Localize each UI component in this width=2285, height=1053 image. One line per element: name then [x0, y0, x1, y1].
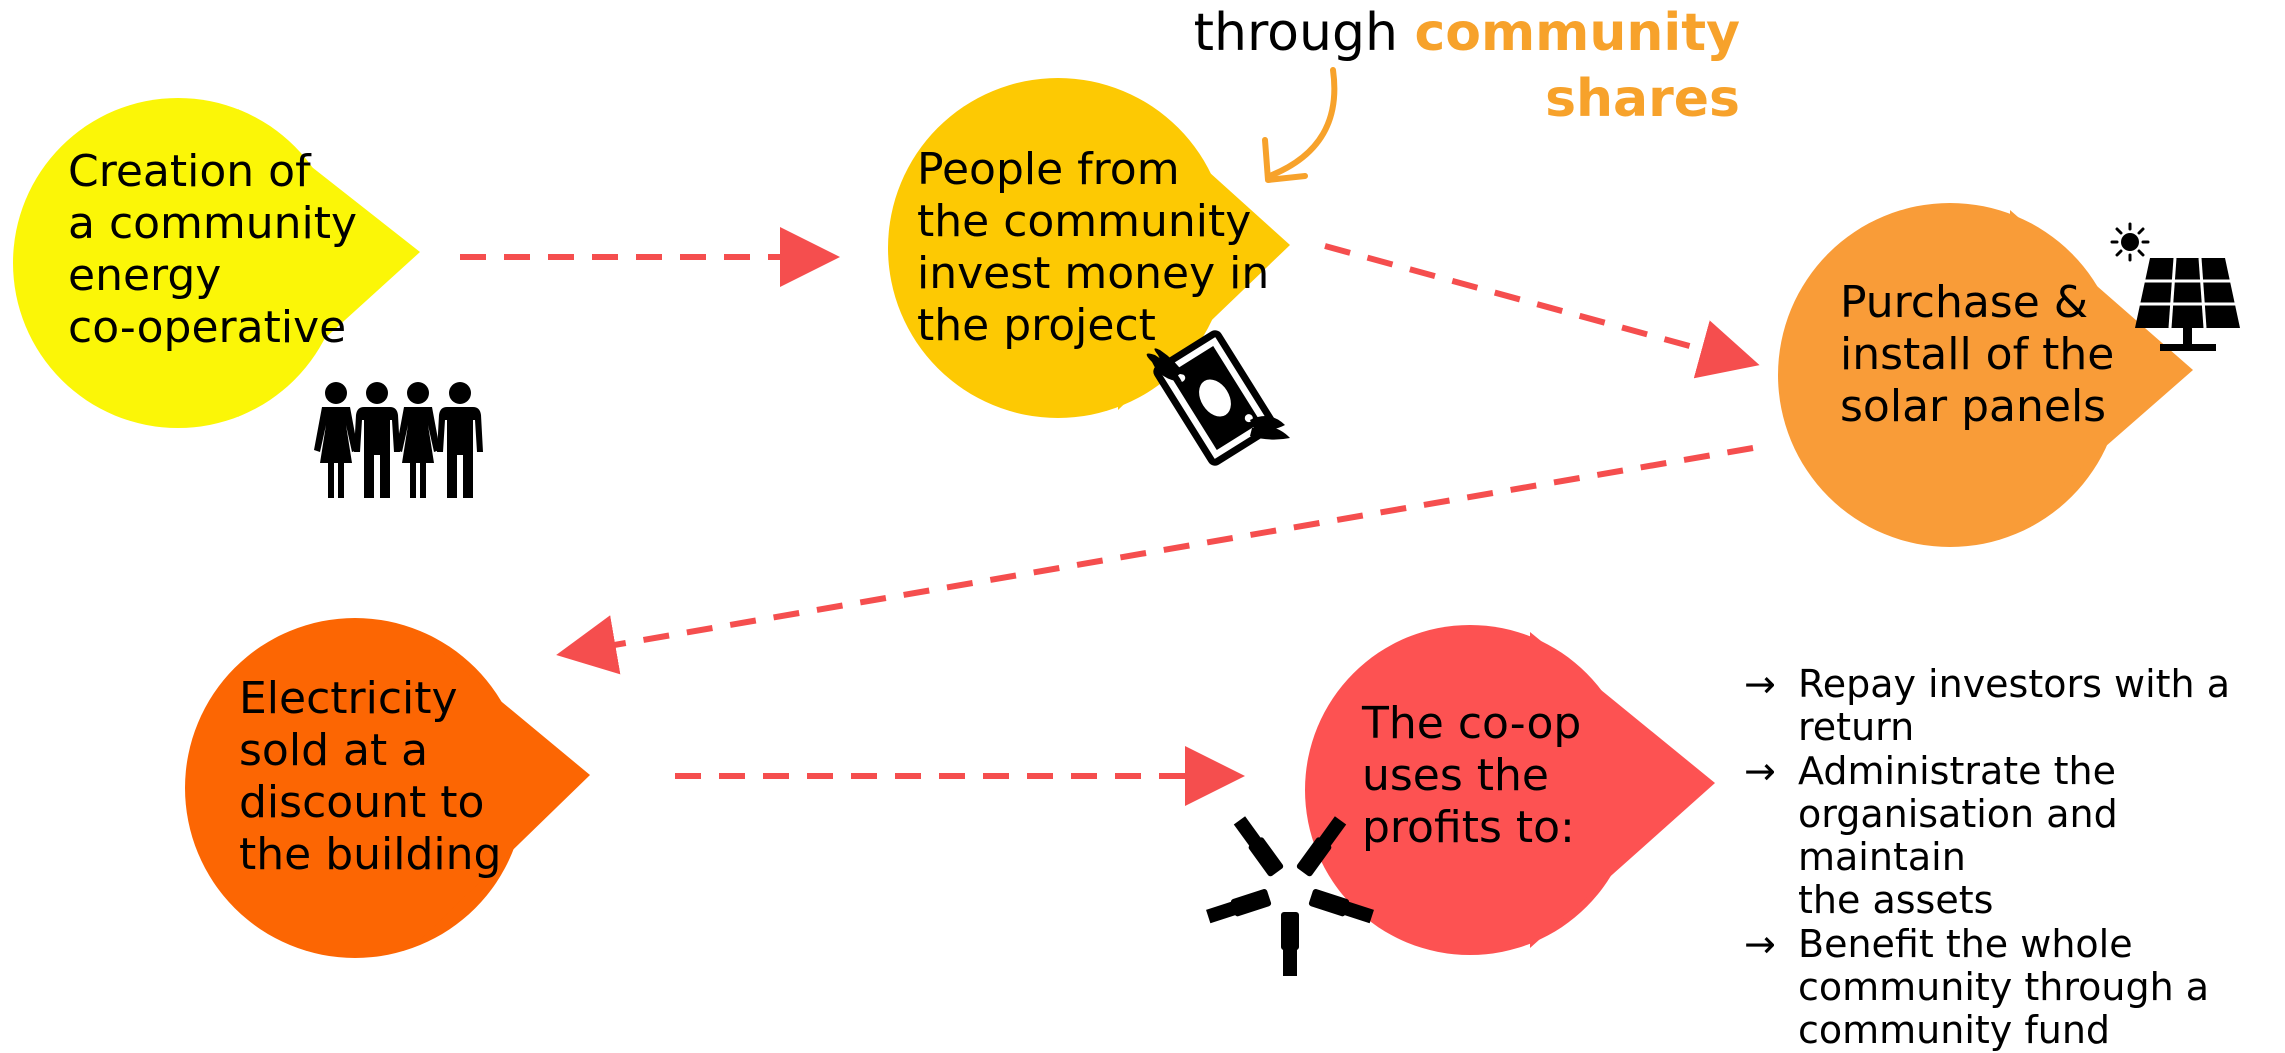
profit-use-text: Administrate the organisation and mainta…: [1798, 749, 2118, 922]
drop-shape-step-3: [1778, 203, 2193, 547]
profit-use-text: Repay investors with a return: [1798, 662, 2230, 749]
step-1-text: Creation of a community energy co-operat…: [68, 146, 358, 353]
connector-arrow-3-4: [556, 445, 1754, 675]
drop-shape-step-2: [888, 78, 1290, 418]
drop-shape-step-5: [1305, 625, 1715, 955]
sun-icon: [2110, 222, 2150, 262]
flying-money-icon: [1146, 330, 1290, 466]
profit-uses-list: → Repay investors with a return → Admini…: [1744, 663, 2284, 1053]
drop-shape-step-1: [13, 98, 420, 428]
curved-arrow: [1262, 67, 1338, 183]
step-4-text: Electricity sold at a discount to the bu…: [239, 673, 502, 880]
profit-use-text: Benefit the whole community through a co…: [1798, 922, 2210, 1052]
profit-use-item: → Administrate the organisation and main…: [1744, 750, 2284, 922]
profit-use-item: → Repay investors with a return: [1744, 663, 2284, 749]
right-arrow-icon: →: [1744, 749, 1776, 793]
community-shares-annotation: through community shares: [1180, 0, 1740, 132]
step-5-text: The co-op uses the profits to:: [1362, 698, 1582, 853]
right-arrow-icon: →: [1744, 662, 1776, 706]
drop-shape-step-4: [185, 618, 590, 958]
annotation-highlight-shares: shares: [1545, 69, 1740, 129]
solar-panel-icon: [2110, 222, 2240, 351]
annotation-highlight-community: community: [1414, 3, 1740, 63]
profit-use-item: → Benefit the whole community through a …: [1744, 923, 2284, 1052]
connector-arrow-2-3: [1324, 243, 1760, 379]
right-arrow-icon: →: [1744, 922, 1776, 966]
annotation-prefix: through: [1193, 3, 1398, 63]
people-icon: [314, 382, 483, 498]
step-3-text: Purchase & install of the solar panels: [1840, 277, 2115, 432]
joined-hands-icon: [1206, 816, 1374, 976]
flow-diagram: [13, 67, 2240, 976]
step-2-text: People from the community invest money i…: [917, 144, 1270, 351]
